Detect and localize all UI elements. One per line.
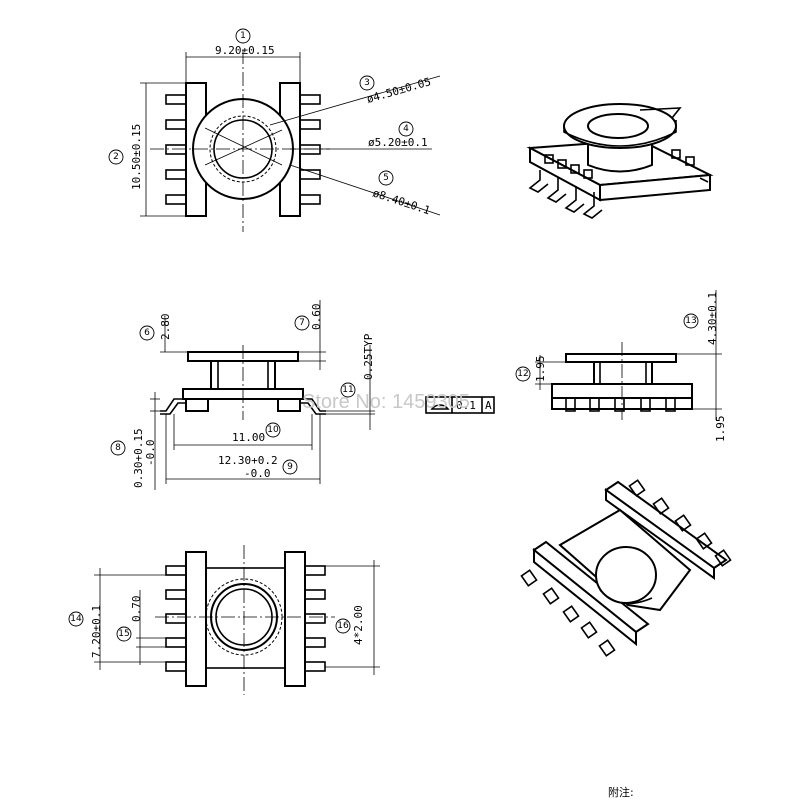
callout-numbers: 1 2 3 4 5 6 7 8 9 10 11 12 13 14 15 16 [68, 28, 699, 642]
svg-text:7: 7 [299, 318, 305, 328]
dim-12b-label: 1.95 [714, 416, 727, 443]
dim-8-label-a: 0.30+0.15 [132, 428, 145, 488]
svg-text:2: 2 [113, 152, 119, 162]
callout-15: 15 [116, 626, 132, 642]
dim-7-label: 0.60 [310, 304, 323, 331]
svg-text:15: 15 [118, 629, 129, 639]
dim-9-label-b: -0.0 [244, 467, 271, 480]
top-view-left-pins [165, 94, 187, 205]
svg-text:12: 12 [517, 369, 528, 379]
callout-14: 14 [68, 611, 84, 627]
svg-text:4: 4 [403, 124, 409, 134]
side-view: 1.95 4.30±0.1 1.95 [534, 290, 727, 442]
dim-16-label: 4*2.00 [352, 605, 365, 645]
isometric-view-bottom [520, 479, 732, 657]
svg-text:13: 13 [685, 316, 696, 326]
isometric-top-rail-pins [628, 479, 732, 567]
callout-16: 16 [335, 618, 351, 634]
callout-4: 4 [398, 121, 414, 137]
svg-text:10: 10 [267, 425, 279, 435]
callout-11: 11 [340, 382, 356, 398]
front-view: 2.80 0.60 0.25TYP 11.00 12.30+0.2 -0.0 0… [132, 300, 495, 490]
dim-9-label-a: 12.30+0.2 [218, 454, 278, 467]
dim-4-label: ø5.20±0.1 [368, 136, 428, 149]
side-view-pins [565, 397, 676, 412]
dim-6-label: 2.80 [159, 314, 172, 341]
dim-10-label: 11.00 [232, 431, 265, 444]
dim-8-label-b: -0.0 [144, 440, 157, 467]
dim-3-label: ø4.50±0.05 [365, 75, 432, 106]
svg-text:3: 3 [364, 78, 370, 88]
callout-7: 7 [294, 315, 310, 331]
flatness-tolerance-box: 0.1 A [425, 396, 495, 414]
isometric-bottom-rail-pins [520, 569, 616, 657]
dim-2-label: 10.50±0.15 [130, 124, 143, 190]
svg-text:1: 1 [240, 31, 246, 41]
svg-text:14: 14 [70, 614, 82, 624]
callout-6: 6 [139, 325, 155, 341]
callout-9: 9 [282, 459, 298, 475]
dim-1-label: 9.20±0.15 [215, 44, 275, 57]
tolerance-value: 0.1 [456, 399, 476, 412]
callout-12: 12 [515, 366, 531, 382]
dim-14-label: 7.20±0.1 [90, 605, 103, 658]
svg-text:8: 8 [115, 443, 121, 453]
bottom-view-left-pins [165, 565, 187, 672]
callout-8: 8 [110, 440, 126, 456]
dim-5-label: ø8.40±0.1 [371, 186, 432, 217]
svg-text:6: 6 [144, 328, 150, 338]
callout-5: 5 [378, 170, 394, 186]
isometric-view-top [526, 103, 714, 219]
dim-15-label: 0.70 [130, 596, 143, 623]
svg-text:5: 5 [383, 173, 389, 183]
svg-text:16: 16 [337, 621, 349, 631]
callout-1: 1 [235, 28, 251, 44]
dim-13-label: 4.30±0.1 [706, 292, 719, 345]
bottom-view: 7.20±0.1 0.70 4*2.00 [90, 545, 380, 695]
tolerance-datum: A [485, 399, 492, 412]
top-view: 9.20±0.15 10.50±0.15 ø4.50±0.05 ø5.20±0.… [130, 44, 441, 232]
dim-12-label: 1.95 [534, 356, 547, 383]
bottom-view-right-pins [304, 565, 326, 672]
store-watermark: Store No: 1459305 [302, 391, 470, 413]
dim-11-label: 0.25TYP [362, 333, 375, 380]
callout-10: 10 [265, 422, 281, 438]
callout-2: 2 [108, 149, 124, 165]
callout-13: 13 [683, 313, 699, 329]
callout-3: 3 [359, 75, 375, 91]
svg-text:11: 11 [342, 385, 353, 395]
svg-text:9: 9 [287, 462, 293, 472]
footer-note: 附注: [608, 785, 634, 799]
